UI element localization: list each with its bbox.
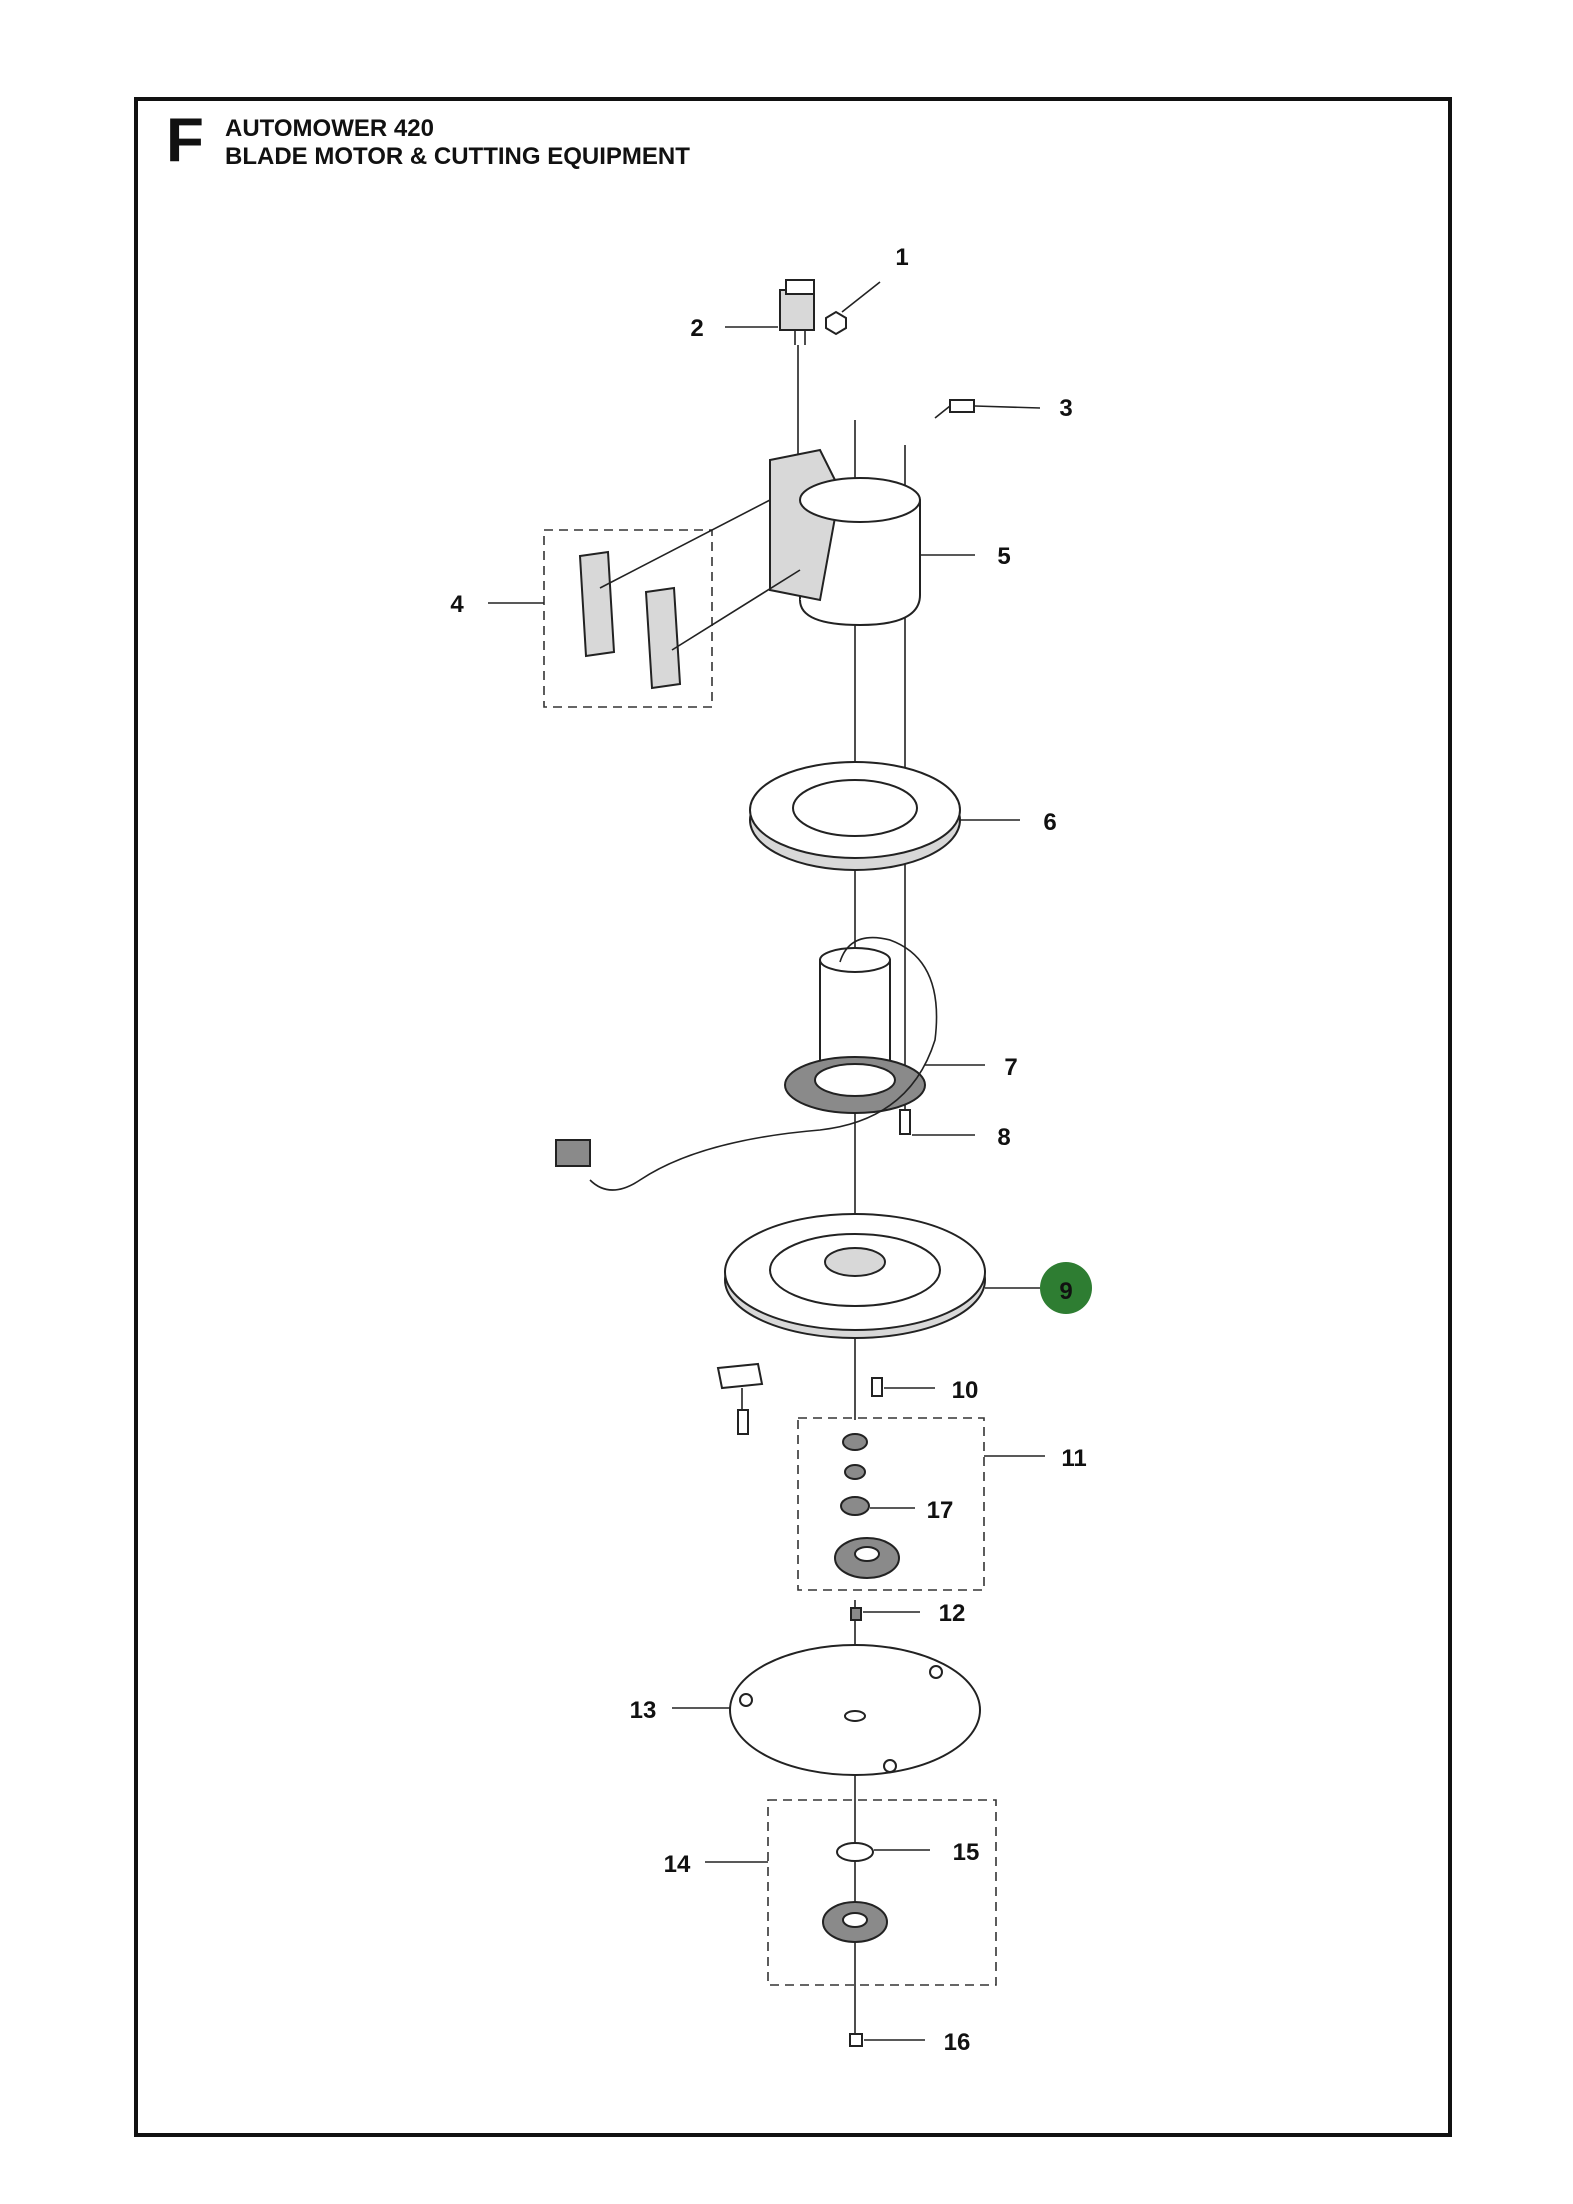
callout-8: 8 (997, 1124, 1010, 1151)
callout-16: 16 (944, 2029, 971, 2056)
callout-4: 4 (450, 591, 464, 618)
callout-15: 15 (953, 1839, 980, 1866)
part-8-screw (899, 1109, 911, 1135)
callout-12: 12 (939, 1600, 966, 1627)
part-14-hub-group (767, 1799, 997, 1986)
part-5-housing (769, 448, 921, 627)
section-letter: F (166, 106, 204, 175)
callout-5: 5 (997, 543, 1010, 570)
part-12-screw (850, 1607, 862, 1621)
leader-4a (599, 499, 771, 589)
leader-3 (974, 405, 1041, 409)
model-title: AUTOMOWER 420 (225, 115, 434, 142)
callout-11: 11 (1061, 1445, 1086, 1472)
callout-7: 7 (1004, 1054, 1017, 1081)
callout-17: 17 (927, 1497, 954, 1524)
callout-13: 13 (630, 1697, 657, 1724)
part-13-guard-plate (729, 1644, 981, 1776)
part-3-screw (934, 399, 975, 419)
callout-1: 1 (895, 244, 908, 271)
callout-2: 2 (690, 315, 703, 342)
leader-1 (841, 281, 881, 313)
part-6-ring (749, 761, 961, 871)
part-10-screw (716, 1362, 883, 1435)
callout-9-badge (1040, 1262, 1092, 1314)
callout-14: 14 (664, 1851, 691, 1878)
leader-4b (671, 569, 801, 651)
callout-9: 9 (1059, 1278, 1072, 1305)
page-frame (134, 97, 1452, 2137)
section-title: BLADE MOTOR & CUTTING EQUIPMENT (225, 143, 690, 170)
callout-6: 6 (1043, 809, 1056, 836)
part-7-motor (555, 936, 938, 1191)
part-4-clips (543, 529, 713, 708)
part-2-connector (779, 279, 815, 460)
part-16-screw (849, 2033, 863, 2047)
part-11-bearing-group (797, 1417, 985, 1591)
callout-10: 10 (952, 1377, 979, 1404)
part-1-nut (825, 310, 847, 336)
callout-3: 3 (1059, 395, 1072, 422)
part-9-blade-disc (724, 1213, 986, 1339)
